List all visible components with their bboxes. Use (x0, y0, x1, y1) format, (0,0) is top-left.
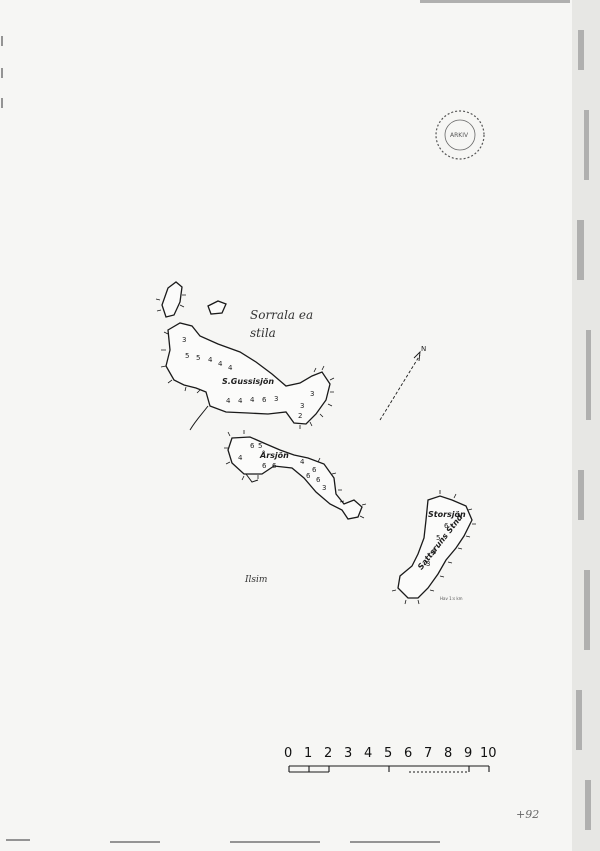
north-arrow (379, 350, 421, 421)
depth-mark: 4 (226, 397, 231, 405)
scale-label: 4 (364, 746, 373, 761)
depth-mark: 6 (262, 396, 267, 404)
depth-mark: 5 (185, 352, 190, 360)
depth-mark: 2 (298, 412, 303, 420)
margin-marks (1, 36, 440, 843)
lake-storsjon (397, 495, 473, 599)
depth-mark: 3 (182, 336, 187, 344)
depth-mark: 6 (432, 548, 437, 556)
depth-mark: 3 (300, 402, 305, 410)
scale-label: 5 (384, 746, 393, 761)
depth-mark: 4 (218, 360, 223, 368)
scale-label: 8 (444, 746, 453, 761)
depth-mark: 4 (238, 454, 243, 462)
scale-label: 2 (324, 746, 333, 761)
depth-mark: 3 (274, 395, 279, 403)
lakes (161, 281, 473, 599)
depth-mark: 6 (306, 472, 311, 480)
scale-label: 1 (304, 746, 313, 761)
small-lake-islet (207, 300, 227, 315)
handwritten-bottom: Ilsim (245, 575, 268, 585)
scale-label: 10 (480, 746, 497, 761)
small-lake-nw (161, 281, 183, 318)
depth-mark: 5 (258, 442, 263, 450)
depth-mark: 4 (238, 397, 243, 405)
depth-mark: 6 (250, 442, 255, 450)
archive-stamp (435, 110, 485, 160)
stamp-text: ARKIV (450, 132, 469, 139)
north-label: N (421, 345, 427, 353)
scale-label: 3 (344, 746, 353, 761)
depth-mark: 4 (250, 396, 255, 404)
lake-arsjon (227, 436, 363, 520)
tiny-note: Hav 1:s km (440, 596, 463, 601)
depth-mark: 3 (310, 390, 315, 398)
depth-mark: 5 (436, 534, 441, 542)
lake-label-storsjon: Storsjön (428, 510, 466, 519)
scale-bar (288, 765, 490, 773)
lake-gussisjon (165, 322, 331, 425)
scale-label: 9 (464, 746, 473, 761)
depth-mark: 6 (444, 522, 449, 530)
scale-label: 7 (424, 746, 433, 761)
depth-mark: 6 (312, 466, 317, 474)
depth-mark: 4 (300, 458, 305, 466)
depth-mark: 4 (208, 356, 213, 364)
scale-label: 6 (404, 746, 413, 761)
scale-label: 0 (284, 746, 293, 761)
lake-label-arsjon: Årsjön (260, 451, 289, 460)
lake-label-gussisjon: S.Gussisjön (222, 377, 275, 386)
depth-mark: 6 (262, 462, 267, 470)
depth-mark: 5 (196, 354, 201, 362)
scan-edge-noise (420, 0, 600, 851)
depth-mark: 6 (316, 476, 321, 484)
depth-mark: 3 (426, 560, 431, 568)
streams (189, 405, 259, 483)
footer-ref: +92 (516, 808, 540, 821)
depth-mark: 6 (272, 462, 277, 470)
depth-mark: 4 (228, 364, 233, 372)
shore-hatching (155, 294, 476, 605)
title-handwritten: Sorrala ea stila (250, 308, 314, 340)
depth-mark: 3 (322, 484, 327, 492)
